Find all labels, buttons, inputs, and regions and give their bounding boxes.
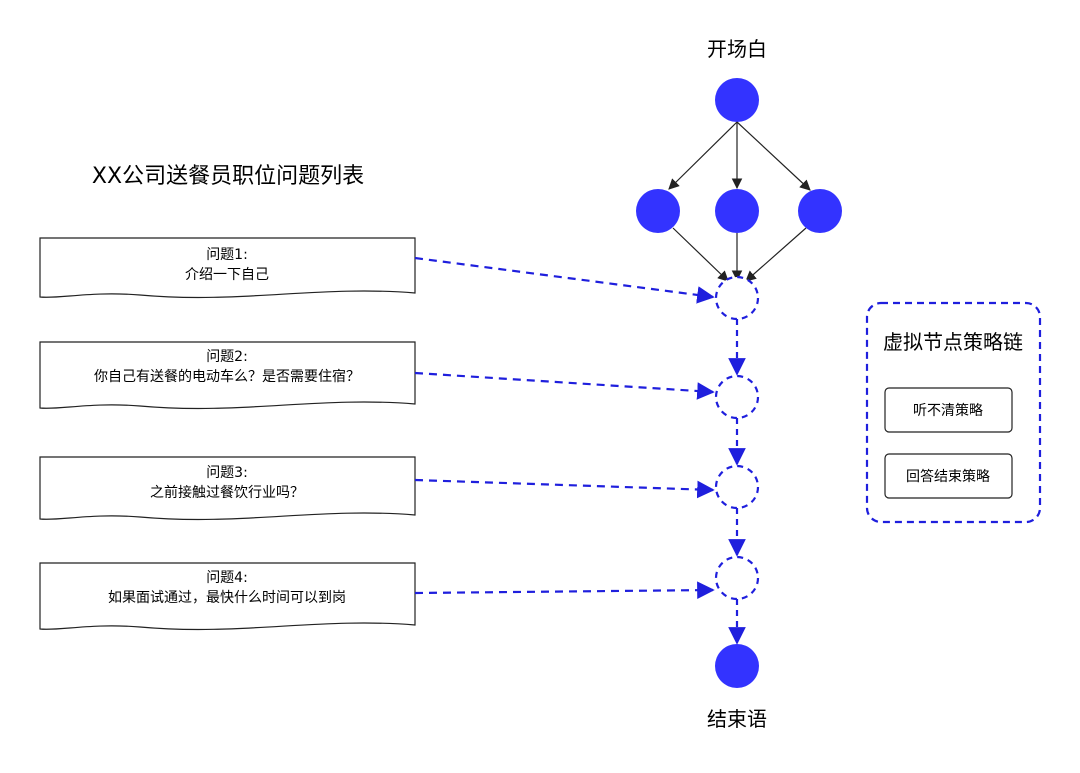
question-4-heading: 问题4: <box>206 570 248 586</box>
edge-left-to-virtual-1 <box>672 227 729 282</box>
question-card-3: 问题3: 之前接触过餐饮行业吗？ <box>39 456 416 521</box>
strategy-chain-title: 虚拟节点策略链 <box>883 330 1023 354</box>
question-1-heading: 问题1: <box>206 247 248 263</box>
edge-right-to-virtual-1 <box>745 227 807 282</box>
edge-start-to-left <box>668 121 738 190</box>
question-card-2: 问题2: 你自己有送餐的电动车么？是否需要住宿？ <box>39 341 416 410</box>
strategy-item-2-label: 回答结束策略 <box>906 468 990 485</box>
question-2-heading: 问题2: <box>206 349 248 365</box>
question-3-heading: 问题3: <box>206 465 248 481</box>
edge-question-1-to-virtual-1 <box>414 256 715 304</box>
edge-question-3-to-virtual-3 <box>414 478 715 499</box>
question-card-4: 问题4: 如果面试通过，最快什么时间可以到岗 <box>39 562 416 631</box>
start-label: 开场白 <box>707 37 767 61</box>
virtual-node-4 <box>714 555 760 601</box>
question-1-text: 介绍一下自己 <box>185 267 269 283</box>
end-label: 结束语 <box>707 707 767 731</box>
branch-node-middle <box>715 189 759 233</box>
strategy-item-1 <box>884 387 1013 433</box>
virtual-node-2 <box>714 374 760 420</box>
edge-start-to-right <box>736 121 811 191</box>
strategy-item-2 <box>884 453 1013 499</box>
branch-node-left <box>636 189 680 233</box>
start-node <box>715 78 759 122</box>
virtual-node-3 <box>714 464 760 510</box>
question-card-1: 问题1: 介绍一下自己 <box>39 237 416 299</box>
virtual-node-1 <box>714 275 760 321</box>
diagram-title: XX公司送餐员职位问题列表 <box>92 164 364 189</box>
edge-question-4-to-virtual-4 <box>414 581 715 599</box>
question-4-text: 如果面试通过，最快什么时间可以到岗 <box>108 590 346 606</box>
end-node <box>715 644 759 688</box>
question-2-text: 你自己有送餐的电动车么？是否需要住宿？ <box>94 368 360 385</box>
question-3-text: 之前接触过餐饮行业吗？ <box>150 484 304 501</box>
strategy-chain-panel: 虚拟节点策略链 听不清策略 回答结束策略 <box>865 301 1042 524</box>
branch-node-right <box>798 189 842 233</box>
edge-question-2-to-virtual-2 <box>414 371 715 400</box>
strategy-item-1-label: 听不清策略 <box>913 402 983 419</box>
